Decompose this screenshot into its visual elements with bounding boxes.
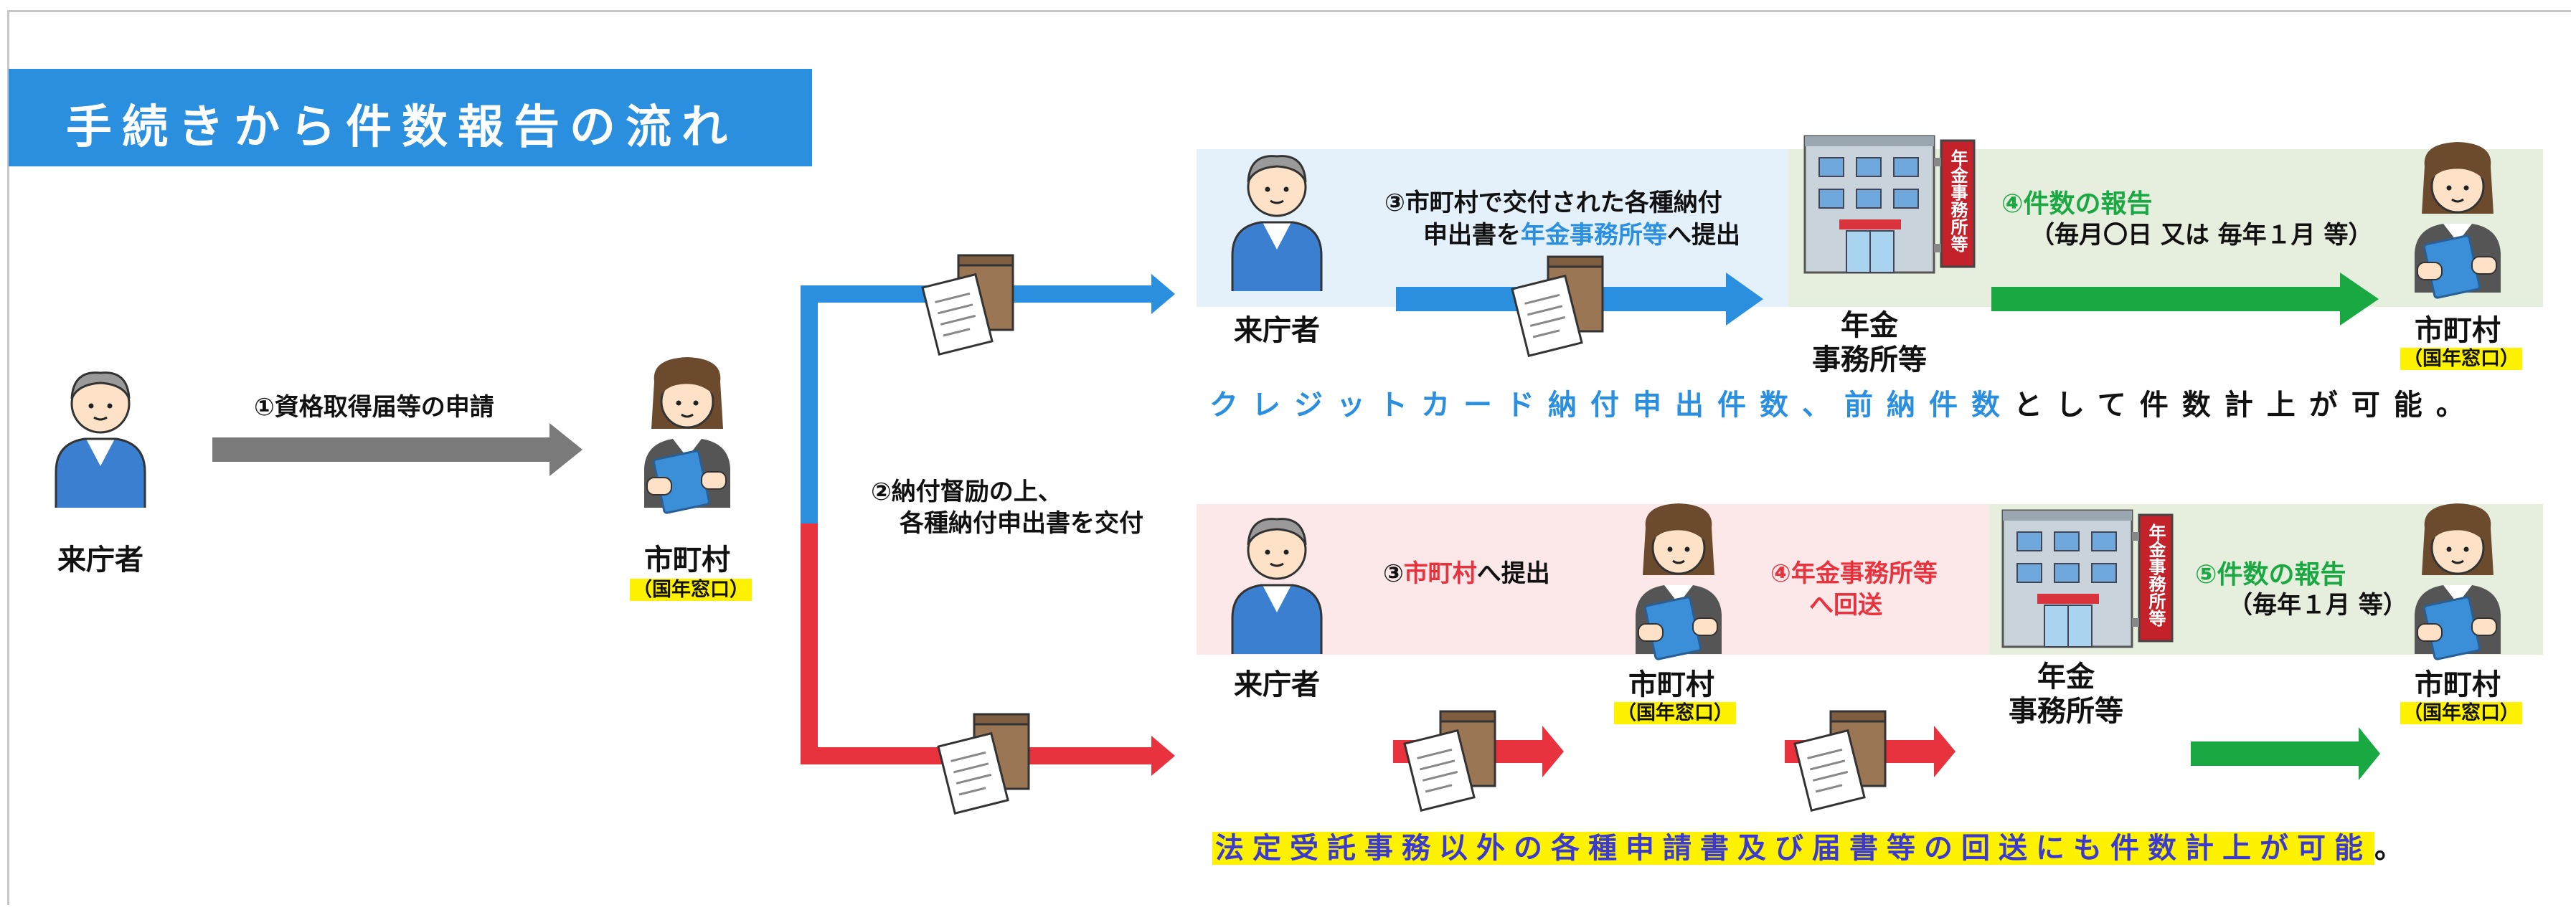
visitor-icon	[1231, 518, 1323, 655]
bottom-step5-title: ⑤件数の報告	[2195, 560, 2346, 589]
title-banner: 手続きから件数報告の流れ	[9, 69, 812, 166]
document-icon	[1511, 255, 1604, 357]
visitor-label: 来庁者	[57, 544, 143, 577]
diagram-frame	[7, 10, 2571, 905]
top-note: クレジットカード納付申出件数、前納件数として件数計上が可能。	[1209, 389, 2478, 422]
bottom-step3-label: ③市町村へ提出	[1383, 559, 1550, 588]
top-step4-title: ④件数の報告	[2001, 189, 2153, 219]
page-title: 手続きから件数報告の流れ	[66, 101, 737, 154]
office-label: 年金事務所等	[1812, 309, 1927, 376]
step2-label-line1: ②納付督励の上、	[871, 478, 1062, 506]
city-label: 市町村	[2415, 314, 2501, 347]
visitor-label: 来庁者	[1234, 668, 1320, 701]
step1-label: ①資格取得届等の申請	[254, 393, 494, 422]
bottom-flow-bg-pink	[1197, 504, 1989, 655]
office-sign: 年金事務所等	[2146, 523, 2166, 627]
city-label: 市町村	[644, 544, 730, 577]
step2-label-line2: 各種納付申出書を交付	[900, 509, 1143, 538]
clerk-icon	[643, 356, 732, 515]
top-step4-sub: （毎月〇日 又は 毎年１月 等）	[2030, 221, 2373, 250]
document-icon	[937, 713, 1030, 815]
top-step3-line1: ③市町村で交付された各種納付	[1384, 189, 1722, 217]
visitor-label: 来庁者	[1234, 314, 1320, 347]
step1-arrow	[212, 423, 582, 476]
clerk-icon	[2413, 141, 2502, 300]
clerk-icon	[1634, 502, 1723, 661]
document-icon	[921, 254, 1014, 356]
city-sublabel: （国年窓口）	[2400, 697, 2522, 725]
city-label: 市町村	[2415, 668, 2501, 701]
city-sublabel: （国年窓口）	[2400, 343, 2522, 371]
bottom-step4-line2: へ回送	[1809, 591, 1882, 620]
bottom-step5-arrow	[2191, 727, 2380, 780]
bottom-note: 法定受託事務以外の各種申請書及び届書等の回送にも件数計上が可能。	[1212, 825, 2412, 866]
bottom-step5-sub: （毎年１月 等）	[2228, 591, 2407, 620]
bottom-step4-line1: ④年金事務所等	[1770, 559, 1938, 588]
document-icon	[1403, 710, 1496, 812]
visitor-icon	[55, 371, 146, 509]
clerk-icon	[2413, 502, 2502, 661]
city-sublabel: （国年窓口）	[1614, 697, 1736, 725]
city-sublabel: （国年窓口）	[630, 574, 752, 602]
office-sign: 年金事務所等	[1948, 149, 1968, 252]
top-step4-arrow	[1991, 272, 2379, 326]
document-icon	[1793, 710, 1887, 812]
office-label: 年金事務所等	[2009, 660, 2123, 728]
city-label: 市町村	[1628, 668, 1714, 701]
visitor-icon	[1231, 155, 1323, 293]
top-step3-line2: 申出書を年金事務所等へ提出	[1423, 221, 1740, 250]
